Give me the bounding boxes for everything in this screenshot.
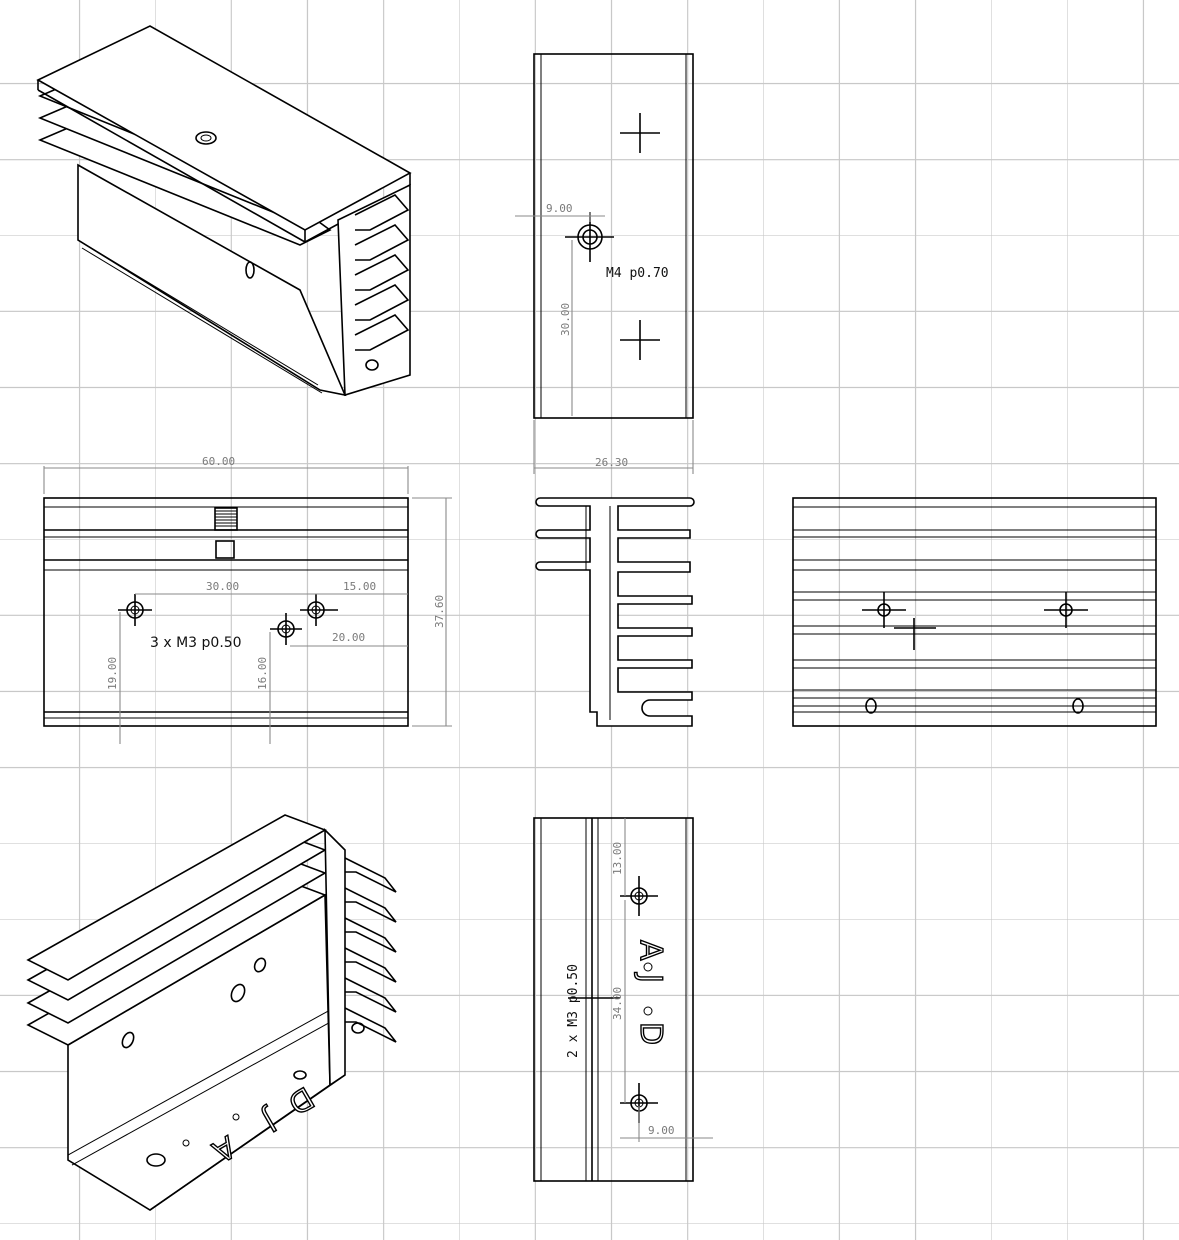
dim-height: 37.60 [433,595,446,628]
engraving-a: A [633,940,668,961]
dim-top-offset: 13.00 [611,842,624,875]
side-orthographic-view [792,497,1157,727]
end-profile-view [535,497,695,727]
engraving-d: D [633,1022,668,1045]
dim-left-height: 19.00 [106,657,119,690]
iso-holes-icon [121,957,307,1167]
dim-edge: 15.00 [343,580,376,593]
top-hole-icon [195,131,217,145]
m3-thread-note-bottom: 2 x M3 p0.50 [566,964,581,1058]
front-orthographic-view: 60.00 37.60 30.00 15.00 20.00 19.00 16.0… [43,455,452,744]
top-orthographic-view: 9.00 30.00 26.30 M4 p0.70 [515,53,694,474]
dim-length: 60.00 [202,455,235,468]
dim-mid-height: 16.00 [256,657,269,690]
dim-offset: 20.00 [332,631,365,644]
isometric-top-view [36,25,412,397]
dim-spacing: 30.00 [206,580,239,593]
dim-hole-depth: 30.00 [559,303,572,336]
dim-hole-spacing: 34.00 [611,987,624,1020]
engraving-j: J [633,972,668,983]
dim-width: 26.30 [595,456,628,469]
dim-edge-offset: 9.00 [648,1124,675,1137]
bottom-orthographic-view: 13.00 34.00 9.00 2 x M3 p0.50 A J D [533,817,713,1182]
m4-thread-note: M4 p0.70 [606,266,669,281]
m3-holes-icon [118,594,338,645]
isometric-bottom-view: A J D [26,814,397,1211]
dim-hole-offset: 9.00 [546,202,573,215]
m3-thread-note: 3 x M3 p0.50 [150,635,242,651]
